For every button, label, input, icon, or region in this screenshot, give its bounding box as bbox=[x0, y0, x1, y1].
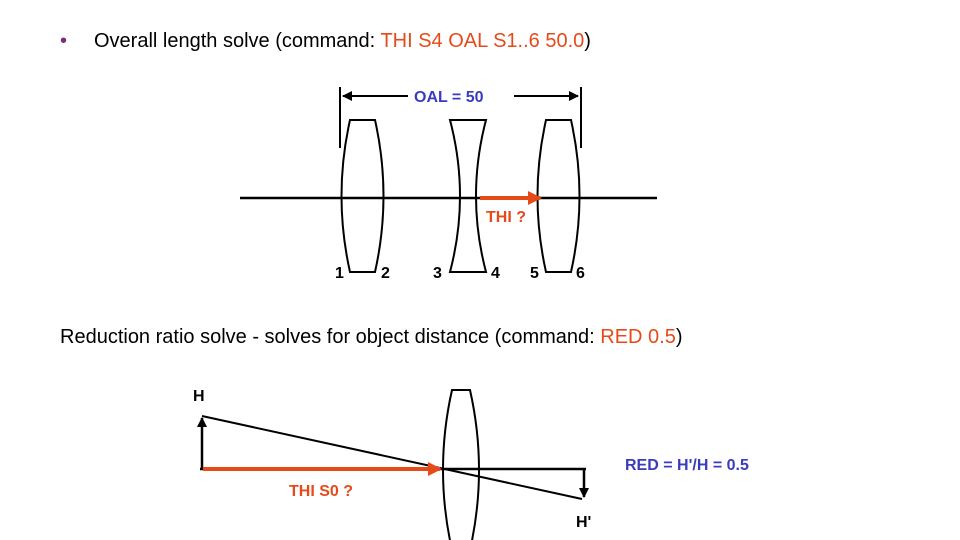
surface-number-2: 2 bbox=[381, 265, 390, 282]
overall-length-suffix: ) bbox=[584, 30, 591, 52]
red-ratio-label: RED = H'/H = 0.5 bbox=[625, 457, 749, 474]
overall-length-prefix: Overall length solve (command: bbox=[94, 30, 381, 52]
chief-ray bbox=[201, 415, 583, 500]
surface-number-1: 1 bbox=[335, 265, 344, 282]
lens-1-biconvex bbox=[340, 119, 385, 273]
reduction-ratio-diagram: H H' THI S0 ? RED = H'/H = 0.5 bbox=[193, 388, 749, 540]
red-command-text: RED 0.5 bbox=[600, 326, 676, 348]
reduction-ratio-prefix: Reduction ratio solve - solves for objec… bbox=[60, 326, 601, 348]
reduction-ratio-solve-line: Reduction ratio solve - solves for objec… bbox=[60, 326, 683, 349]
surface-number-5: 5 bbox=[530, 265, 539, 282]
image-height-label: H' bbox=[576, 514, 591, 531]
surface-number-3: 3 bbox=[433, 265, 442, 282]
thi-s0-label: THI S0 ? bbox=[289, 483, 353, 500]
single-lens-biconvex bbox=[442, 389, 480, 540]
lens-3-biconvex bbox=[536, 119, 581, 273]
reduction-ratio-suffix: ) bbox=[675, 326, 683, 348]
surface-number-6: 6 bbox=[576, 265, 585, 282]
bullet-icon: • bbox=[60, 30, 68, 52]
thi-label: THI ? bbox=[486, 209, 526, 226]
lens-2-biconcave bbox=[448, 119, 488, 273]
lens-system-diagram: OAL = 50 THI ? 1 2 3 4 5 6 bbox=[240, 87, 657, 282]
overall-length-solve-line: • Overall length solve (command: THI S4 O… bbox=[60, 30, 591, 53]
surface-number-4: 4 bbox=[491, 265, 500, 282]
oal-command-text: THI S4 OAL S1..6 50.0 bbox=[380, 30, 585, 52]
oal-label: OAL = 50 bbox=[414, 89, 484, 106]
object-height-label: H bbox=[193, 388, 205, 405]
